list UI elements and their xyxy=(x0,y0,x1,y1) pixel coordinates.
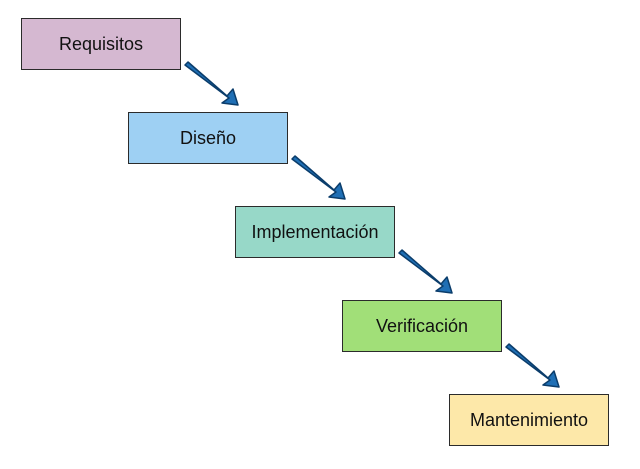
arrow-icon xyxy=(184,61,239,106)
arrow-icon xyxy=(505,343,560,388)
step-diseno: Diseño xyxy=(128,112,288,164)
step-label: Implementación xyxy=(251,221,379,242)
arrow-icon xyxy=(291,155,346,200)
arrow-icon xyxy=(398,249,453,294)
step-implementacion: Implementación xyxy=(235,206,395,258)
step-requisitos: Requisitos xyxy=(21,18,181,70)
step-label: Requisitos xyxy=(58,33,144,54)
step-verificacion: Verificación xyxy=(342,300,502,352)
step-mantenimiento: Mantenimiento xyxy=(449,394,609,446)
step-label: Verificación xyxy=(375,315,469,336)
step-label: Mantenimiento xyxy=(469,409,589,430)
step-label: Diseño xyxy=(179,127,237,148)
